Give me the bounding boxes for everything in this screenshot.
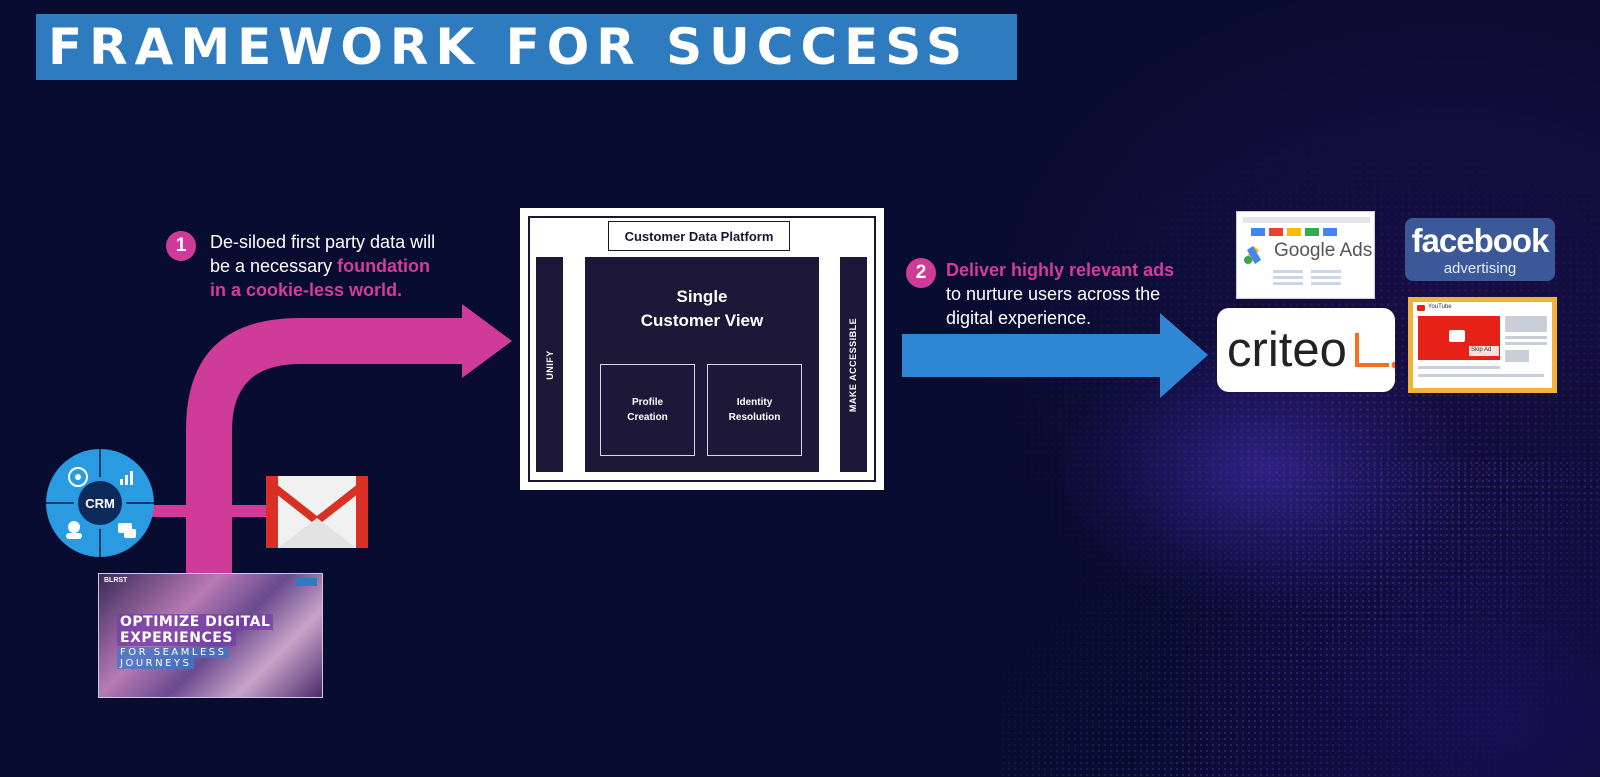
- step-1-line-1: De-siloed first party data will: [210, 232, 436, 252]
- chart-icon: [120, 479, 123, 485]
- step-1-highlight-foundation: foundation: [337, 256, 431, 276]
- step-1-text: De-siloed first party data will be a nec…: [210, 230, 490, 302]
- crm-cycle-icon: CRM: [46, 449, 154, 557]
- step-2-number: 2: [915, 262, 927, 283]
- dotted-wave-decoration-lower: [1000, 460, 1600, 777]
- unify-label: UNIFY: [544, 349, 555, 380]
- pink-arrow-shape: [186, 304, 512, 577]
- blue-flow-arrow: [902, 313, 1208, 398]
- youtube-logo-icon: [1417, 305, 1425, 311]
- support-agent-icon: [68, 521, 80, 533]
- page-title: FRAMEWORK FOR SUCCESS: [48, 18, 970, 76]
- customer-data-platform-diagram: Customer Data Platform UNIFY Single Cust…: [520, 208, 884, 490]
- website-thumbnail: BLRST OPTIMIZE DIGITAL EXPERIENCES FOR S…: [98, 573, 323, 698]
- youtube-ad-thumbnail: YouTube Skip Ad: [1408, 297, 1557, 393]
- identity-resolution-line-1: Identity: [736, 397, 773, 408]
- website-headline-1: OPTIMIZE DIGITAL: [117, 614, 274, 630]
- website-brand: BLRST: [104, 577, 128, 584]
- step-1-line-3: in a cookie-less world.: [210, 280, 403, 300]
- youtube-skip-ad: Skip Ad: [1471, 347, 1492, 353]
- step-1-line-2: be a necessary foundation: [210, 254, 490, 278]
- step-1-badge: 1: [166, 231, 196, 261]
- website-headline-2: EXPERIENCES: [117, 630, 236, 646]
- scv-title-line-1: Single: [676, 287, 728, 306]
- profile-creation-line-2: Creation: [627, 412, 668, 423]
- step-1-number: 1: [175, 235, 187, 256]
- title-bar: FRAMEWORK FOR SUCCESS: [36, 14, 1017, 80]
- step-1-line-2-plain: be a necessary: [210, 256, 338, 276]
- website-menu-button: [295, 578, 317, 586]
- identity-resolution-line-2: Resolution: [728, 412, 781, 423]
- google-ads-screenshot: [1243, 217, 1370, 285]
- youtube-ad-frame: YouTube Skip Ad: [1413, 302, 1552, 388]
- make-accessible-bar: MAKE ACCESSIBLE: [840, 257, 867, 472]
- unify-bar: UNIFY: [536, 257, 563, 472]
- criteo-wordmark: criteo: [1227, 323, 1347, 377]
- step-2-text: Deliver highly relevant ads to nurture u…: [946, 258, 1216, 330]
- criteo-mark-icon: [1354, 333, 1395, 369]
- facebook-advertising-logo: facebook advertising: [1405, 218, 1555, 281]
- profile-creation-line-1: Profile: [631, 397, 664, 408]
- google-ads-logo: Google Ads: [1236, 211, 1375, 299]
- website-sub-2: JOURNEYS: [117, 658, 195, 669]
- target-icon: [68, 467, 88, 487]
- facebook-wordmark: facebook: [1411, 222, 1550, 259]
- cdp-label: Customer Data Platform: [608, 221, 790, 251]
- gmail-icon: [266, 476, 368, 548]
- make-accessible-label: MAKE ACCESSIBLE: [848, 317, 859, 412]
- pink-connector: [150, 505, 268, 517]
- step-2-line-2: to nurture users across the: [946, 284, 1161, 304]
- google-ads-text: Google Ads: [1274, 240, 1373, 261]
- step-2-badge: 2: [906, 258, 936, 288]
- youtube-ad-graphic: [1417, 305, 1547, 377]
- facebook-advertising-text: advertising: [1443, 260, 1517, 277]
- youtube-brand-text: YouTube: [1428, 304, 1452, 310]
- crm-label: CRM: [85, 496, 115, 511]
- criteo-logo: criteo: [1217, 308, 1395, 392]
- step-2-line-1: Deliver highly relevant ads: [946, 260, 1175, 280]
- scv-title-line-2: Customer View: [640, 311, 764, 330]
- website-sub-1: FOR SEAMLESS: [117, 647, 230, 658]
- step-2-line-3: digital experience.: [946, 308, 1092, 328]
- single-customer-view-title: Single Customer View: [585, 285, 819, 333]
- cdp-frame: Customer Data Platform UNIFY Single Cust…: [528, 216, 876, 482]
- camera-icon: [1449, 330, 1465, 342]
